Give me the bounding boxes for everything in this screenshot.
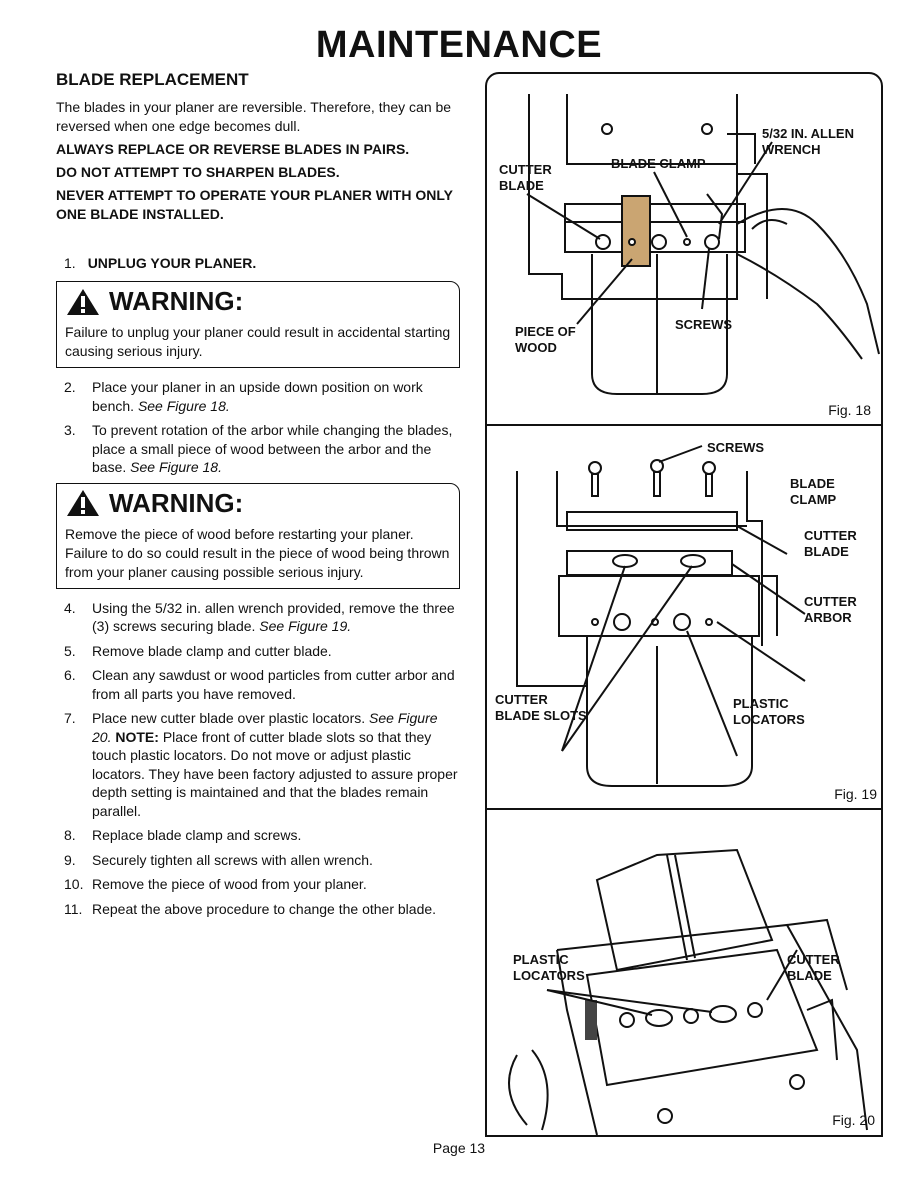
label-blade-clamp: BLADE CLAMP [790,476,837,507]
figure-20: PLASTIC LOCATORS CUTTER BLADE Fig. 20 [487,810,881,1135]
notice-one-blade: NEVER ATTEMPT TO OPERATE YOUR PLANER WIT… [56,187,453,222]
label-piece-of-wood: PIECE OF WOOD [515,324,576,355]
figure-20-drawing [508,848,868,1135]
figure-divider [487,808,881,810]
warning-box-remove-wood: WARNING: Remove the piece of wood before… [56,482,460,589]
notice-pairs: ALWAYS REPLACE OR REVERSE BLADES IN PAIR… [56,141,410,157]
step-7: 7.Place new cutter blade over plastic lo… [64,710,458,819]
figure-18-drawing [526,94,880,395]
step-4: 4.Using the 5/32 in. allen wrench provid… [64,599,455,635]
warning-heading: WARNING: [65,488,451,519]
step-10: 10.Remove the piece of wood from your pl… [64,876,367,892]
wood-block [621,195,651,267]
step-5: 5.Remove blade clamp and cutter blade. [64,642,332,659]
label-cutter-blade: CUTTER BLADE [787,952,840,983]
label-screws: SCREWS [707,440,765,455]
label-screws: SCREWS [675,317,733,332]
warning-text: Remove the piece of wood before restarti… [65,525,450,580]
page-number: Page 13 [432,1140,486,1156]
warning-triangle-icon [67,490,99,516]
warning-text: Failure to unplug your planer could resu… [65,324,451,359]
page-title: MAINTENANCE [315,24,603,66]
label-plastic-locators: PLASTIC LOCATORS [513,952,585,983]
step-text: UNPLUG YOUR PLANER. [87,255,257,271]
instructions-column: BLADE REPLACEMENT The blades in your pla… [56,70,460,924]
label-allen-wrench: 5/32 IN. ALLEN WRENCH [762,126,854,157]
section-title: BLADE REPLACEMENT [56,70,249,89]
step-6: 6.Clean any sawdust or wood particles fr… [64,667,455,702]
warning-heading: WARNING: [65,286,451,317]
notice-no-sharpen: DO NOT ATTEMPT TO SHARPEN BLADES. [56,164,340,180]
label-cutter-blade-slots: CUTTER BLADE SLOTS [495,692,587,723]
step-number: 1. [64,255,76,271]
figure-divider [487,424,881,426]
figure-18: 5/32 IN. ALLEN WRENCH BLADE CLAMP CUTTER… [487,74,881,424]
label-cutter-blade: CUTTER BLADE [499,162,552,193]
steps-list-b: 4.Using the 5/32 in. allen wrench provid… [56,599,460,919]
figures-frame: 5/32 IN. ALLEN WRENCH BLADE CLAMP CUTTER… [485,72,883,1137]
side-block [585,1000,597,1040]
step-3: 3.To prevent rotation of the arbor while… [64,422,453,475]
figure-18-caption: Fig. 18 [828,402,871,418]
label-blade-clamp: BLADE CLAMP [611,156,706,171]
warning-triangle-icon [67,288,99,315]
label-cutter-arbor: CUTTER ARBOR [804,594,857,625]
step-1: 1. UNPLUG YOUR PLANER. [56,254,460,273]
step-2: 2.Place your planer in an upside down po… [64,379,423,414]
figure-19: SCREWS BLADE CLAMP CUTTER BLADE CUTTER A… [487,426,881,808]
figure-20-caption: Fig. 20 [832,1112,875,1128]
step-9: 9.Securely tighten all screws with allen… [64,851,373,868]
warning-box-unplug: WARNING: Failure to unplug your planer c… [56,281,460,368]
step-11: 11.Repeat the above procedure to change … [64,900,437,917]
steps-list-a: 2.Place your planer in an upside down po… [56,378,460,477]
label-cutter-blade: CUTTER BLADE [804,528,857,559]
step-8: 8.Replace blade clamp and screws. [64,827,302,843]
intro-text: The blades in your planer are reversible… [56,99,452,134]
figure-19-caption: Fig. 19 [834,786,877,802]
figure-19-drawing [516,445,806,787]
label-plastic-locators: PLASTIC LOCATORS [733,696,805,727]
